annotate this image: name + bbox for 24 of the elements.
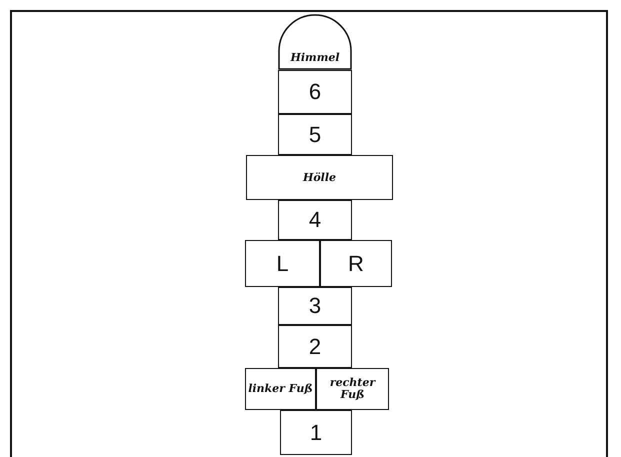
hopscotch-square <box>246 155 393 200</box>
field-label: linker Fuß <box>248 383 313 395</box>
field-number: L <box>276 252 289 276</box>
hopscotch-square <box>278 114 352 155</box>
field-label: rechter Fuß <box>328 377 377 401</box>
hopscotch-square <box>245 240 320 287</box>
hopscotch-square <box>278 200 352 240</box>
field-label: Himmel <box>290 52 340 64</box>
hopscotch-square <box>320 240 392 287</box>
hopscotch-square <box>245 368 316 410</box>
hopscotch-square <box>316 368 389 410</box>
field-number: 2 <box>308 334 322 358</box>
field-number: 4 <box>308 208 322 232</box>
field-number: 1 <box>310 420 322 444</box>
field-number: 6 <box>308 80 322 104</box>
field-number: R <box>348 252 364 276</box>
field-number: 5 <box>308 122 322 146</box>
hopscotch-square <box>278 70 352 114</box>
hopscotch-square <box>280 410 352 455</box>
field-label: Hölle <box>302 172 336 184</box>
hopscotch-square <box>278 287 352 325</box>
dome-field <box>278 14 352 70</box>
hopscotch-square <box>278 325 352 368</box>
field-number: 3 <box>308 294 322 318</box>
